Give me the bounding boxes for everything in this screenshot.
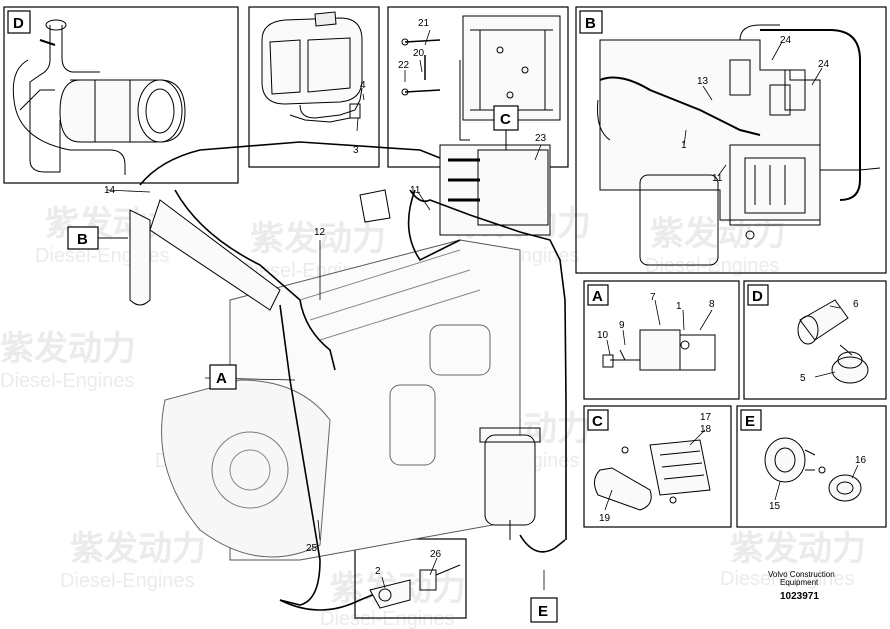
watermark-en: Diesel-Engines xyxy=(645,255,780,277)
tag-c-label: C xyxy=(500,111,511,128)
tag-d-detail-box xyxy=(747,284,769,306)
tag-a-detail-label: A xyxy=(592,288,603,305)
inset-d-frame xyxy=(3,6,239,184)
leader-lines xyxy=(106,29,859,590)
callout-15: 15 xyxy=(769,501,781,512)
tank-drawing xyxy=(261,11,363,123)
tag-d-box xyxy=(7,10,31,34)
callout-11: 11 xyxy=(410,185,421,196)
tag-e-detail-box xyxy=(740,409,762,431)
letter-tags: D B B C A E A D C E xyxy=(7,10,769,623)
callout-16: 16 xyxy=(855,455,867,466)
callout-1: 1 xyxy=(676,301,682,312)
harness-lines xyxy=(139,141,567,611)
tag-c-detail-label: C xyxy=(592,413,603,430)
tag-e-label: E xyxy=(538,603,548,620)
callout-25: 25 xyxy=(306,543,318,554)
watermark-en: Diesel-Engines xyxy=(720,568,855,590)
inset-a-detail-frame xyxy=(583,280,740,400)
callout-24b: 24 xyxy=(818,59,830,70)
callout-18: 18 xyxy=(700,424,712,435)
inset-c-detail-frame xyxy=(583,405,732,528)
detail-d-drawing xyxy=(797,299,869,384)
number-callouts: 3 4 21 20 22 23 24 24 13 1 11 14 11 12 2… xyxy=(104,18,867,577)
watermark-cn: 紫发动力 xyxy=(730,530,866,568)
callout-3: 3 xyxy=(353,145,359,156)
callout-12: 12 xyxy=(314,227,326,238)
callout-14: 14 xyxy=(104,185,116,196)
inset-e-detail-frame xyxy=(736,405,887,528)
tag-b-inset-box xyxy=(579,10,603,34)
tag-a-box xyxy=(209,364,237,390)
air-filter-drawing xyxy=(12,19,186,175)
callout-8: 8 xyxy=(709,299,715,310)
callout-7: 7 xyxy=(650,292,656,303)
watermark-cn: 紫发动力 xyxy=(0,330,136,368)
tag-b-inset-label: B xyxy=(585,15,596,32)
callout-13: 13 xyxy=(697,76,709,87)
tag-c-detail-box xyxy=(587,409,609,431)
tag-a-label: A xyxy=(216,370,227,387)
inset-d-detail-frame xyxy=(743,280,887,400)
callout-9: 9 xyxy=(619,320,625,331)
callout-26: 26 xyxy=(430,549,442,560)
detail-e-drawing xyxy=(764,437,862,502)
callout-21: 21 xyxy=(418,18,430,29)
switch-assembly-drawing xyxy=(597,24,881,266)
watermark-en: Diesel-Engines xyxy=(0,370,135,392)
callout-23: 23 xyxy=(535,133,547,144)
callout-6: 6 xyxy=(853,299,859,310)
connector-inset-drawing xyxy=(369,564,461,609)
callout-2: 2 xyxy=(375,566,381,577)
inset-tank-frame xyxy=(248,6,380,168)
detail-a-drawing xyxy=(602,329,716,371)
tag-a-detail-box xyxy=(587,284,609,306)
tag-e-detail-label: E xyxy=(745,413,755,430)
tag-e-box xyxy=(530,597,558,623)
watermark-cn: 紫发动力 xyxy=(250,220,386,258)
cable-inset-drawing xyxy=(401,15,561,141)
footer-drawing-code: 1023971 xyxy=(780,591,819,602)
callout-10: 10 xyxy=(597,330,609,341)
detail-c-drawing xyxy=(594,439,711,511)
footer-company-line1: Volvo Construction xyxy=(768,570,835,579)
callout-1b: 1 xyxy=(681,140,687,151)
callout-20: 20 xyxy=(413,48,425,59)
watermark-cn: 紫发动力 xyxy=(70,530,206,568)
inset-b-frame xyxy=(575,6,887,274)
callout-11b: 11 xyxy=(712,173,723,184)
callout-24a: 24 xyxy=(780,35,792,46)
tag-d-label: D xyxy=(13,15,24,32)
footer-block: Volvo Construction Equipment 1023971 xyxy=(768,570,835,602)
tag-d-detail-label: D xyxy=(752,288,763,305)
engine-drawing xyxy=(129,144,551,561)
tag-b-label: B xyxy=(77,231,88,248)
footer-company-line2: Equipment xyxy=(780,578,819,587)
callout-17: 17 xyxy=(700,412,712,423)
callout-4: 4 xyxy=(360,80,366,91)
watermark-en: Diesel-Engines xyxy=(60,570,195,592)
callout-5: 5 xyxy=(800,373,806,384)
callout-22: 22 xyxy=(398,60,410,71)
callout-19: 19 xyxy=(599,513,611,524)
